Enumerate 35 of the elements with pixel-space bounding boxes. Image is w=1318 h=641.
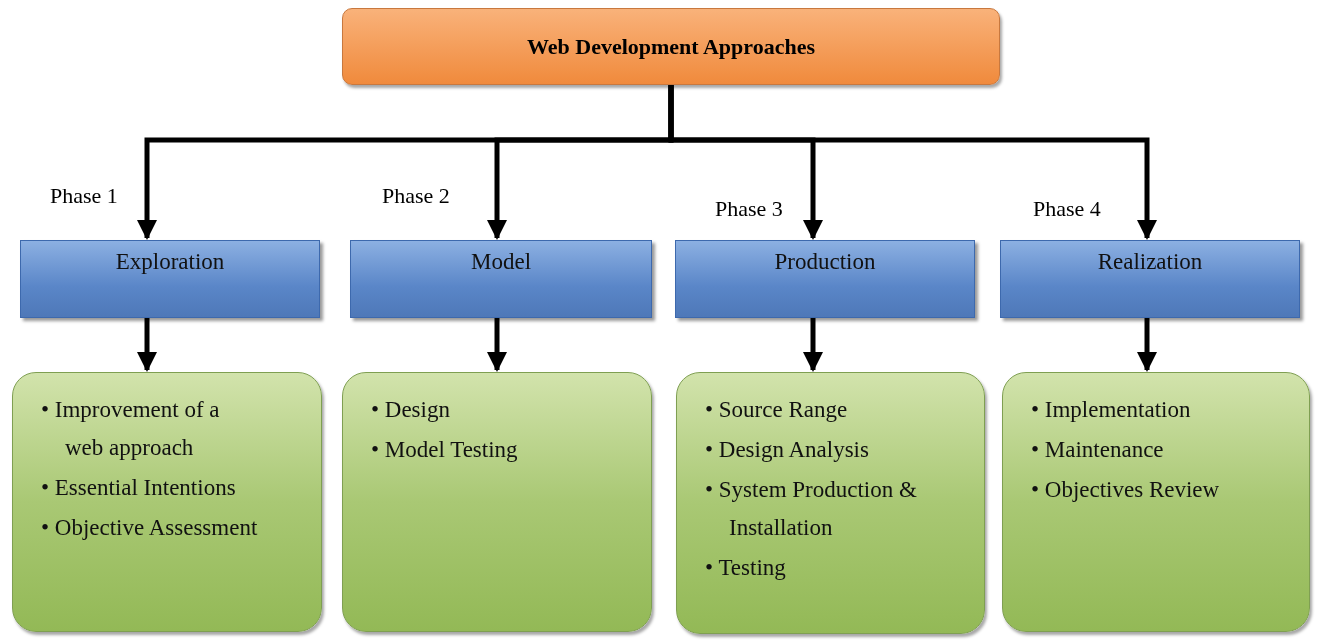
arrow [803, 318, 823, 372]
bullet-item: • Essential Intentions [41, 474, 237, 502]
arrow [668, 85, 1157, 240]
bullet-item: • Improvement of a web approach [41, 396, 221, 462]
arrow [137, 318, 157, 372]
phase-label: Phase 3 [715, 196, 783, 222]
bullet-item: • Maintenance [1031, 436, 1165, 464]
bullet-item: • Implementation [1031, 396, 1192, 424]
bullet-item: • Objective Assessment [41, 514, 259, 542]
phase-label: Phase 2 [382, 183, 450, 209]
bullet-list-card [676, 372, 985, 634]
phase-label: Phase 4 [1033, 196, 1101, 222]
phase-title: Realization [1097, 249, 1203, 276]
bullet-list-card [12, 372, 322, 632]
bullet-list-card [1002, 372, 1310, 632]
phase-title: Production [774, 249, 876, 276]
phase-title: Model [470, 249, 532, 276]
bullet-item: • Design Analysis [705, 436, 870, 464]
title-text: Web Development Approaches [526, 33, 815, 60]
title-box [342, 8, 1000, 85]
bullet-list-card [342, 372, 652, 632]
arrow [487, 318, 507, 372]
phase-box [350, 240, 652, 318]
phase-box [675, 240, 975, 318]
bullet-item: • Testing [705, 554, 787, 582]
bullet-item: • Objectives Review [1031, 476, 1221, 504]
bullet-item: • Model Testing [371, 436, 519, 464]
bullet-item: • System Production & Installation [705, 476, 918, 542]
phase-box [1000, 240, 1300, 318]
bullet-item: • Design [371, 396, 451, 424]
phase-title: Exploration [115, 249, 225, 276]
arrow [1137, 318, 1157, 372]
phase-box [20, 240, 320, 318]
bullet-item: • Source Range [705, 396, 849, 424]
phase-label: Phase 1 [50, 183, 118, 209]
